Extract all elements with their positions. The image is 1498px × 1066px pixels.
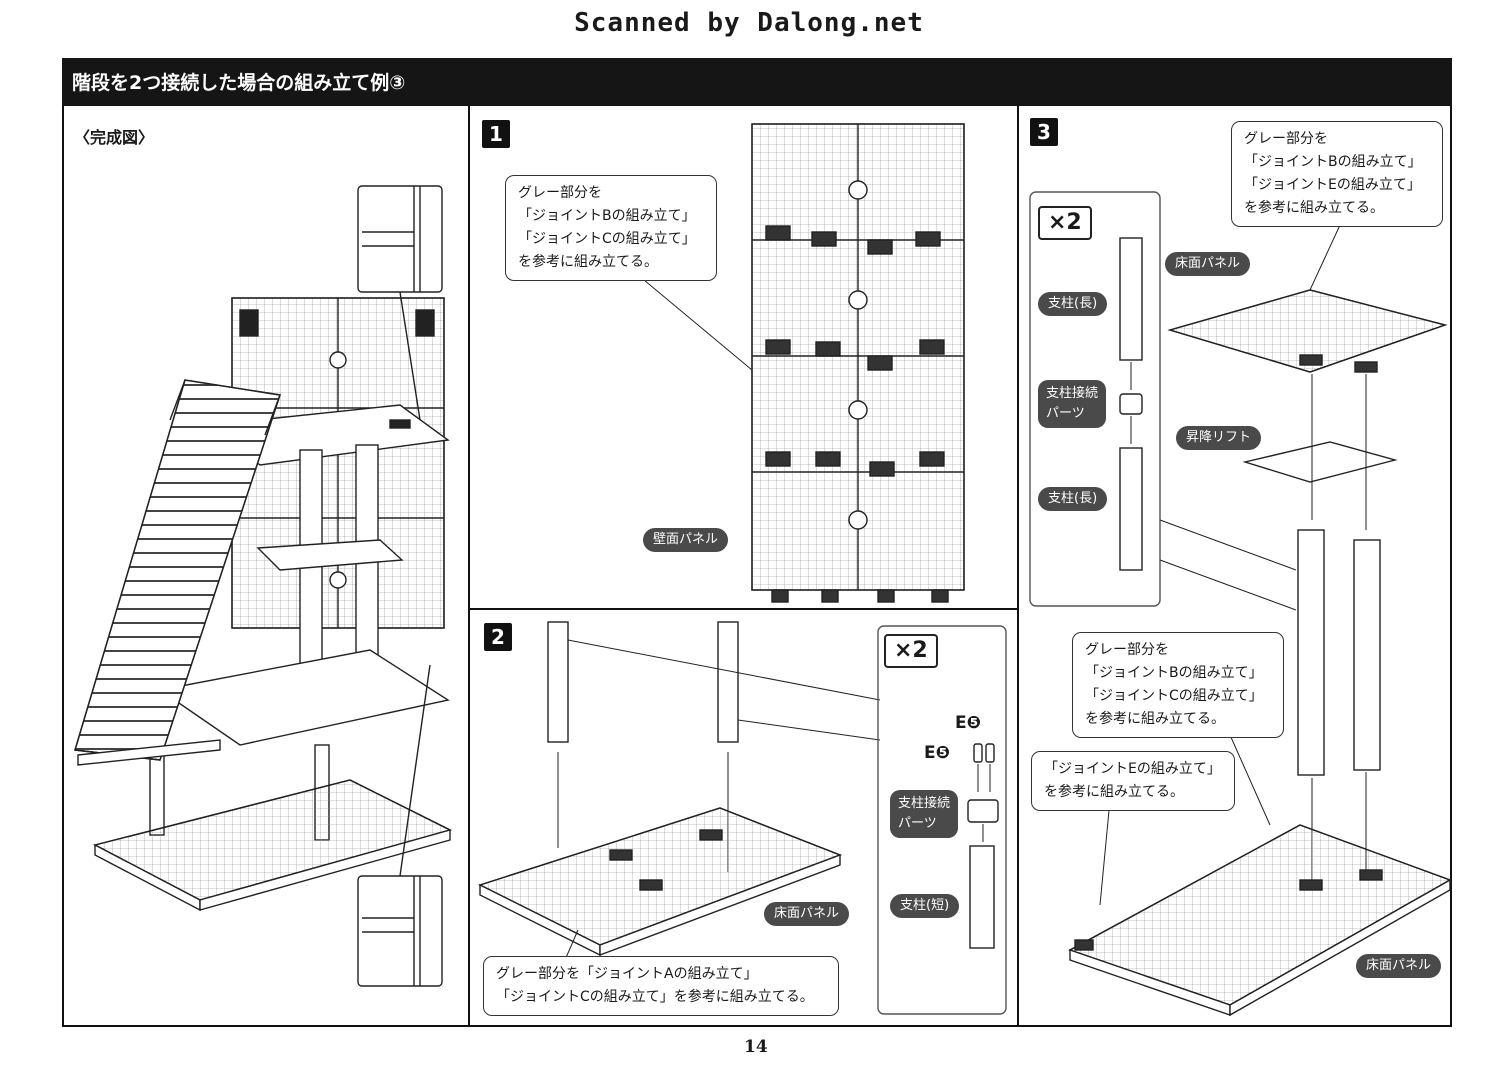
step3-connector-label-line1: 支柱接続 — [1046, 386, 1099, 401]
step2-connector-label: 支柱接続 パーツ — [890, 790, 959, 838]
step2-pillar-left — [547, 621, 569, 743]
step3-lift-label: 昇降リフト — [1176, 426, 1262, 450]
step1-callout-line3: 「ジョイントCの組み立て」 — [518, 231, 696, 247]
step2-part-code-1: E❺ — [955, 713, 982, 733]
step1-callout: グレー部分を 「ジョイントBの組み立て」 「ジョイントCの組み立て」 を参考に組… — [505, 175, 717, 281]
completed-view-label: 〈完成図〉 — [74, 128, 155, 147]
step3-assembly — [1029, 191, 1452, 1017]
step2-short-pillar-label: 支柱(短) — [890, 894, 960, 918]
scan-credit: Scanned by Dalong.net — [574, 8, 924, 38]
completed-diorama — [74, 185, 452, 987]
step2-part-code-2: E❺ — [924, 743, 951, 763]
divider-right — [1017, 106, 1019, 1027]
lift-platform — [256, 539, 404, 571]
step3-callout-mid-line4: を参考に組み立てる。 — [1085, 711, 1225, 727]
step3-lift — [1242, 441, 1398, 483]
page-number: 14 — [744, 1037, 768, 1057]
step1-number: 1 — [482, 120, 510, 148]
step3-callout-top-line4: を参考に組み立てる。 — [1244, 200, 1384, 216]
step1-callout-line1: グレー部分を — [518, 185, 602, 201]
step2-assembly — [478, 621, 1007, 1015]
step3-callout-low-line2: を参考に組み立てる。 — [1044, 784, 1184, 800]
step3-long-pillar-label-2: 支柱(長) — [1038, 487, 1108, 511]
step3-callout-top: グレー部分を 「ジョイントBの組み立て」 「ジョイントEの組み立て」 を参考に組… — [1231, 121, 1443, 227]
step3-assembled-pillar-left — [1297, 529, 1325, 776]
step3-connector-label-line2: パーツ — [1046, 406, 1085, 421]
zoom-detail-bottom — [357, 875, 443, 987]
middle-floor-panel — [158, 649, 450, 746]
step1-wall-panel-label: 壁面パネル — [643, 528, 729, 552]
step3-floor-panel-bottom-label: 床面パネル — [1356, 954, 1442, 978]
step3-callout-mid-line3: 「ジョイントCの組み立て」 — [1085, 688, 1263, 704]
step2-short-pillar — [969, 845, 995, 949]
step2-connector-label-line1: 支柱接続 — [898, 796, 951, 811]
divider-left — [468, 106, 470, 1027]
step3-assembled-pillar-right — [1353, 539, 1381, 771]
step3-callout-top-line3: 「ジョイントEの組み立て」 — [1244, 177, 1421, 193]
step2-callout: グレー部分を「ジョイントAの組み立て」 「ジョイントCの組み立て」を参考に組み立… — [483, 956, 839, 1016]
step2-floor-panel-label: 床面パネル — [764, 902, 850, 926]
step2-connector-label-line2: パーツ — [898, 816, 937, 831]
step3-long-pillar-2 — [1119, 447, 1143, 571]
step3-callout-low-line1: 「ジョイントEの組み立て」 — [1044, 761, 1221, 777]
step3-callout-mid-line1: グレー部分を — [1085, 642, 1169, 658]
step3-callout-top-line1: グレー部分を — [1244, 131, 1328, 147]
page-title: 階段を2つ接続した場合の組み立て例③ — [72, 72, 406, 94]
step2-multiplier: ×2 — [884, 634, 938, 668]
title-bar — [62, 58, 1452, 106]
step1-callout-line4: を参考に組み立てる。 — [518, 254, 658, 270]
step3-parts-box — [1029, 191, 1161, 607]
step3-callout-mid: グレー部分を 「ジョイントBの組み立て」 「ジョイントCの組み立て」 を参考に組… — [1072, 632, 1284, 738]
stair-support-pillar — [149, 754, 165, 836]
step3-callout-top-line2: 「ジョイントBの組み立て」 — [1244, 154, 1422, 170]
step1-wall-panel — [619, 123, 965, 603]
step2-callout-line1: グレー部分を「ジョイントAの組み立て」 — [496, 966, 758, 982]
step3-connector-label: 支柱接続 パーツ — [1038, 380, 1107, 428]
step2-number: 2 — [484, 623, 512, 651]
step3-multiplier: ×2 — [1038, 206, 1092, 240]
divider-middle — [468, 608, 1018, 610]
step2-connector-part — [967, 799, 999, 823]
step3-long-pillar-label-1: 支柱(長) — [1038, 292, 1108, 316]
step3-callout-mid-line2: 「ジョイントBの組み立て」 — [1085, 665, 1263, 681]
step3-callout-low: 「ジョイントEの組み立て」 を参考に組み立てる。 — [1031, 751, 1235, 811]
step3-floor-panel-top-label: 床面パネル — [1165, 252, 1251, 276]
step3-long-pillar-1 — [1119, 237, 1143, 361]
step1-callout-line2: 「ジョイントBの組み立て」 — [518, 208, 696, 224]
step2-parts-box — [877, 625, 1007, 1015]
step3-number: 3 — [1030, 118, 1058, 146]
step2-pillar-right — [717, 621, 739, 743]
zoom-detail-top — [357, 185, 443, 293]
step3-connector-part — [1119, 393, 1143, 415]
step2-callout-line2: 「ジョイントCの組み立て」を参考に組み立てる。 — [496, 989, 814, 1005]
